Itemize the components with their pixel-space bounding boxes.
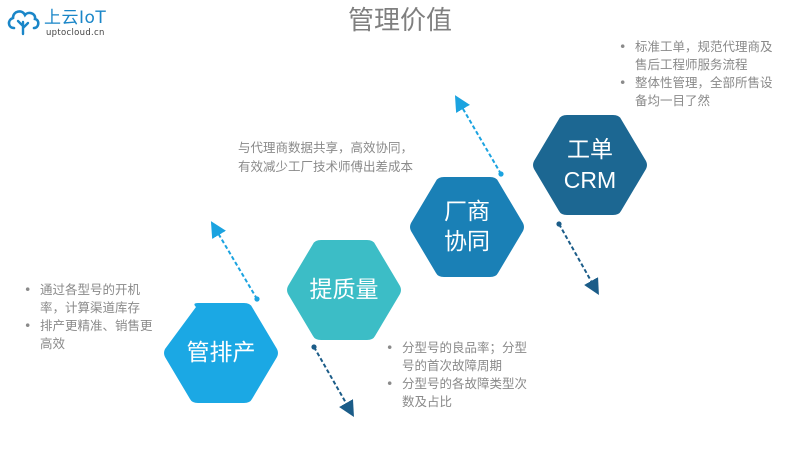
cloud-icon [7, 10, 40, 36]
hex-step-4: 工单 CRM [532, 115, 648, 215]
hex-label-line: 工单 [567, 137, 613, 163]
bullet-item: • 分型号的良品率；分型号的首次故障周期 [384, 339, 534, 375]
hex-step-3: 厂商 协同 [409, 177, 525, 277]
arrow-up-1 [210, 221, 260, 302]
bullet-item: • 整体性管理，全部所售设备均一目了然 [617, 74, 782, 110]
logo-domain: uptocloud.cn [46, 28, 105, 38]
step-4-bullets: • 标准工单，规范代理商及售后工程师服务流程 • 整体性管理，全部所售设备均一目了然 [617, 38, 782, 110]
hex-label-line: CRM [563, 167, 617, 193]
bullet-dot: • [619, 75, 627, 90]
bullet-dot: • [386, 376, 394, 391]
description-line: 有效减少工厂技术师傅出差成本 [238, 159, 414, 174]
hex-step-1: 管排产 [163, 303, 279, 403]
hexagon-shape [410, 177, 524, 277]
logo: 上云IoT uptocloud.cn [6, 6, 116, 38]
description-line: 与代理商数据共享，高效协同， [238, 140, 414, 155]
hexagon-shape [287, 240, 401, 340]
hex-step-2: 提质量 [286, 240, 402, 340]
step-1-bullets: • 通过各型号的开机率，计算渠道库存 • 排产更精准、销售更高效 [22, 281, 160, 353]
arrow-down-1 [311, 344, 354, 417]
hex-label: 厂商 协同 [409, 177, 525, 277]
bullet-item: • 标准工单，规范代理商及售后工程师服务流程 [617, 38, 782, 74]
bullet-item: • 分型号的各故障类型次数及占比 [384, 375, 534, 411]
hex-label: 提质量 [286, 240, 402, 340]
bullet-text: 分型号的各故障类型次数及占比 [402, 376, 528, 409]
bullet-text: 分型号的良品率；分型号的首次故障周期 [402, 340, 528, 373]
bullet-item: • 通过各型号的开机率，计算渠道库存 [22, 281, 160, 317]
logo-name: 上云IoT [44, 8, 107, 28]
bullet-dot: • [619, 39, 627, 54]
bullet-dot: • [24, 318, 32, 333]
hexagon-shape [533, 115, 647, 215]
hex-label-line: 管排产 [186, 340, 256, 366]
bullet-item: • 排产更精准、销售更高效 [22, 317, 160, 353]
hex-label-line: 提质量 [309, 277, 379, 303]
hex-label: 管排产 [163, 303, 279, 403]
hex-label-line: 协同 [444, 229, 490, 255]
arrow-down-2 [556, 221, 599, 295]
page-title: 管理价值 [347, 6, 452, 36]
bullet-text: 标准工单，规范代理商及售后工程师服务流程 [635, 39, 773, 72]
hex-label: 工单 CRM [532, 115, 648, 215]
hexagon-shape [164, 303, 278, 403]
bullet-dot: • [386, 340, 394, 355]
step-3-description: 与代理商数据共享，高效协同， 有效减少工厂技术师傅出差成本 [238, 138, 458, 176]
arrow-up-2 [454, 95, 504, 177]
bullet-text: 排产更精准、销售更高效 [40, 318, 153, 351]
step-2-bullets: • 分型号的良品率；分型号的首次故障周期 • 分型号的各故障类型次数及占比 [384, 339, 534, 411]
bullet-dot: • [24, 282, 32, 297]
bullet-text: 通过各型号的开机率，计算渠道库存 [40, 282, 141, 315]
bullet-text: 整体性管理，全部所售设备均一目了然 [635, 75, 773, 108]
hex-label-line: 厂商 [444, 199, 490, 225]
